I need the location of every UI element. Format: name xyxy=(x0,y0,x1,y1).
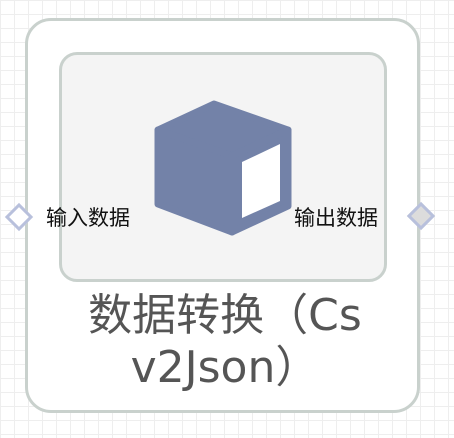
node-title-line-2: v2Json） xyxy=(130,342,320,393)
output-port-label: 输出数据 xyxy=(294,206,378,230)
node-title-line-1: 数据转换（Cs xyxy=(88,290,362,341)
cube-icon xyxy=(154,100,292,236)
node-title: 数据转换（Cs v2Json） xyxy=(40,290,410,394)
input-port-label: 输入数据 xyxy=(46,206,130,230)
